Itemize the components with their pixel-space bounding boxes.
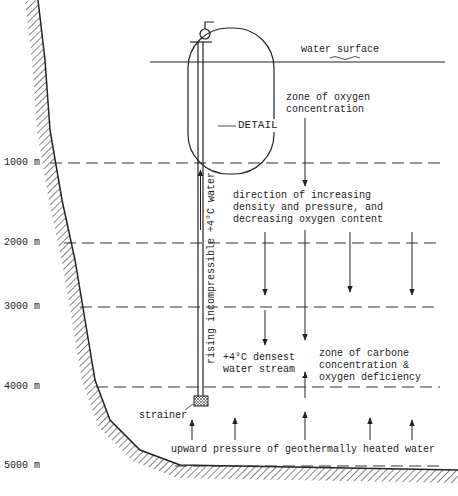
surface-leader [330, 57, 360, 60]
part-name: strainer [138, 410, 188, 422]
stream-label: +4°C densest water stream [222, 352, 304, 376]
zone-label: zone of carbone concentration & oxygen d… [318, 348, 432, 384]
water-surface-line [150, 61, 445, 62]
detail-label: DETAIL [237, 119, 279, 132]
note-label: upward pressure of geothermally heated w… [170, 444, 436, 456]
depth-label: 4000 m [3, 381, 41, 393]
depth-label: 2000 m [3, 237, 41, 249]
strainer-symbol [194, 396, 208, 406]
rock-hatch [38, 0, 458, 470]
depth-label: 3000 m [3, 301, 41, 313]
detail-leader [218, 126, 236, 127]
surface-label: water surface [300, 44, 380, 56]
lake-slope [38, 0, 458, 470]
pipe-label: rising incompressible +4°C water [206, 171, 218, 365]
depth-label: 1000 m [3, 157, 41, 169]
rising-arrow [200, 170, 201, 230]
downward-arrows [265, 118, 412, 345]
depth-lines [50, 163, 440, 466]
direction-note: direction of increasing density and pres… [232, 190, 394, 226]
zone-label: zone of oxygen concentration [285, 92, 387, 116]
depth-label: 5000 m [3, 460, 41, 472]
detail-oval [188, 28, 274, 174]
